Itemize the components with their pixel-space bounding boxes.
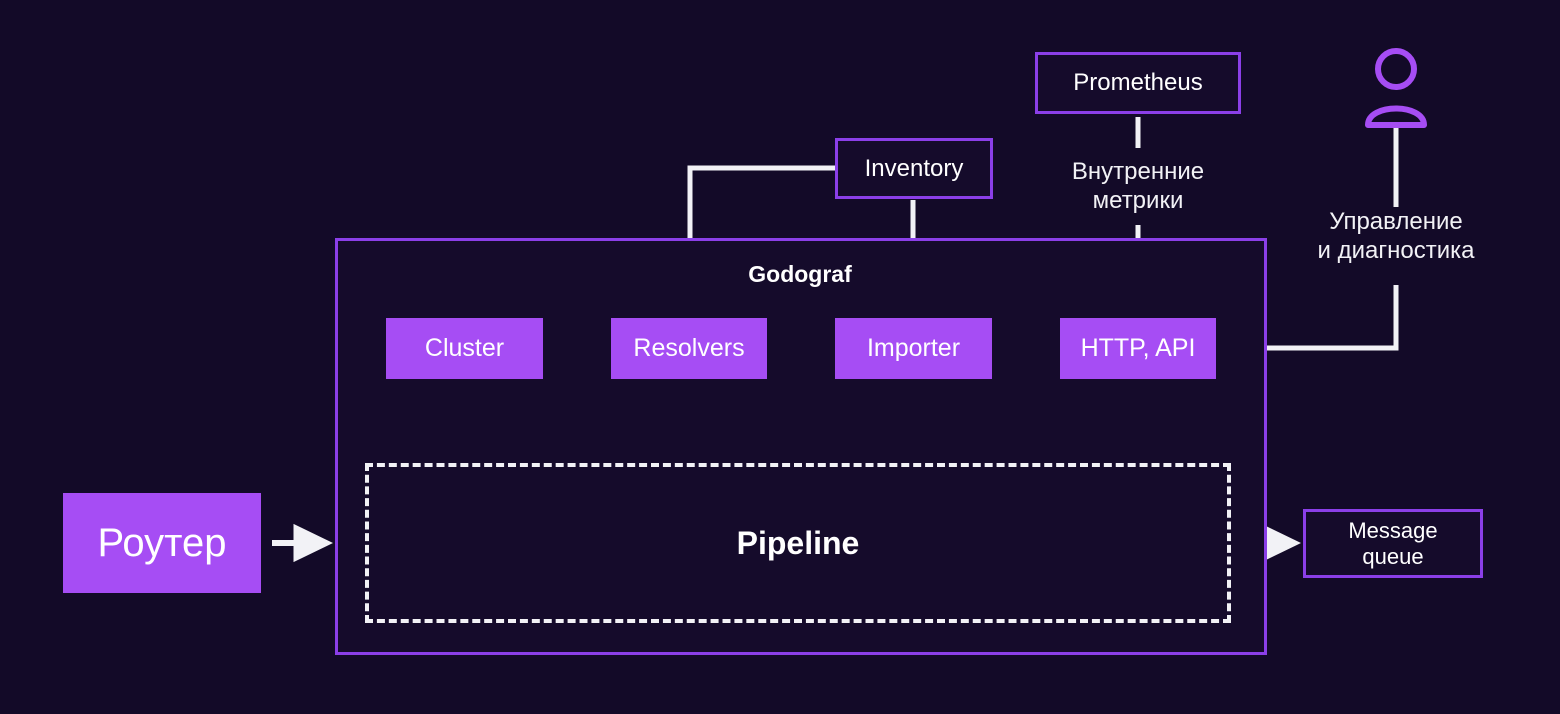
node-prometheus[interactable]: Prometheus <box>1035 52 1241 114</box>
node-router[interactable]: Роутер <box>63 493 261 593</box>
edge-user-to-http-api <box>1227 285 1399 364</box>
node-message-queue[interactable]: Message queue <box>1303 509 1483 578</box>
node-importer[interactable]: Importer <box>835 318 992 379</box>
pipeline-label: Pipeline <box>736 524 860 561</box>
node-pipeline[interactable]: Pipeline <box>365 463 1231 623</box>
node-inventory[interactable]: Inventory <box>835 138 993 199</box>
label-management-diagnostics: Управление и диагностика <box>1317 208 1475 264</box>
label-internal-metrics: Внутренние метрики <box>1071 158 1205 214</box>
node-cluster[interactable]: Cluster <box>386 318 543 379</box>
godograf-container <box>335 238 1267 655</box>
user-icon <box>1365 48 1427 128</box>
godograf-title: Godograf <box>748 261 852 287</box>
node-http-api[interactable]: HTTP, API <box>1060 318 1216 379</box>
node-resolvers[interactable]: Resolvers <box>611 318 767 379</box>
